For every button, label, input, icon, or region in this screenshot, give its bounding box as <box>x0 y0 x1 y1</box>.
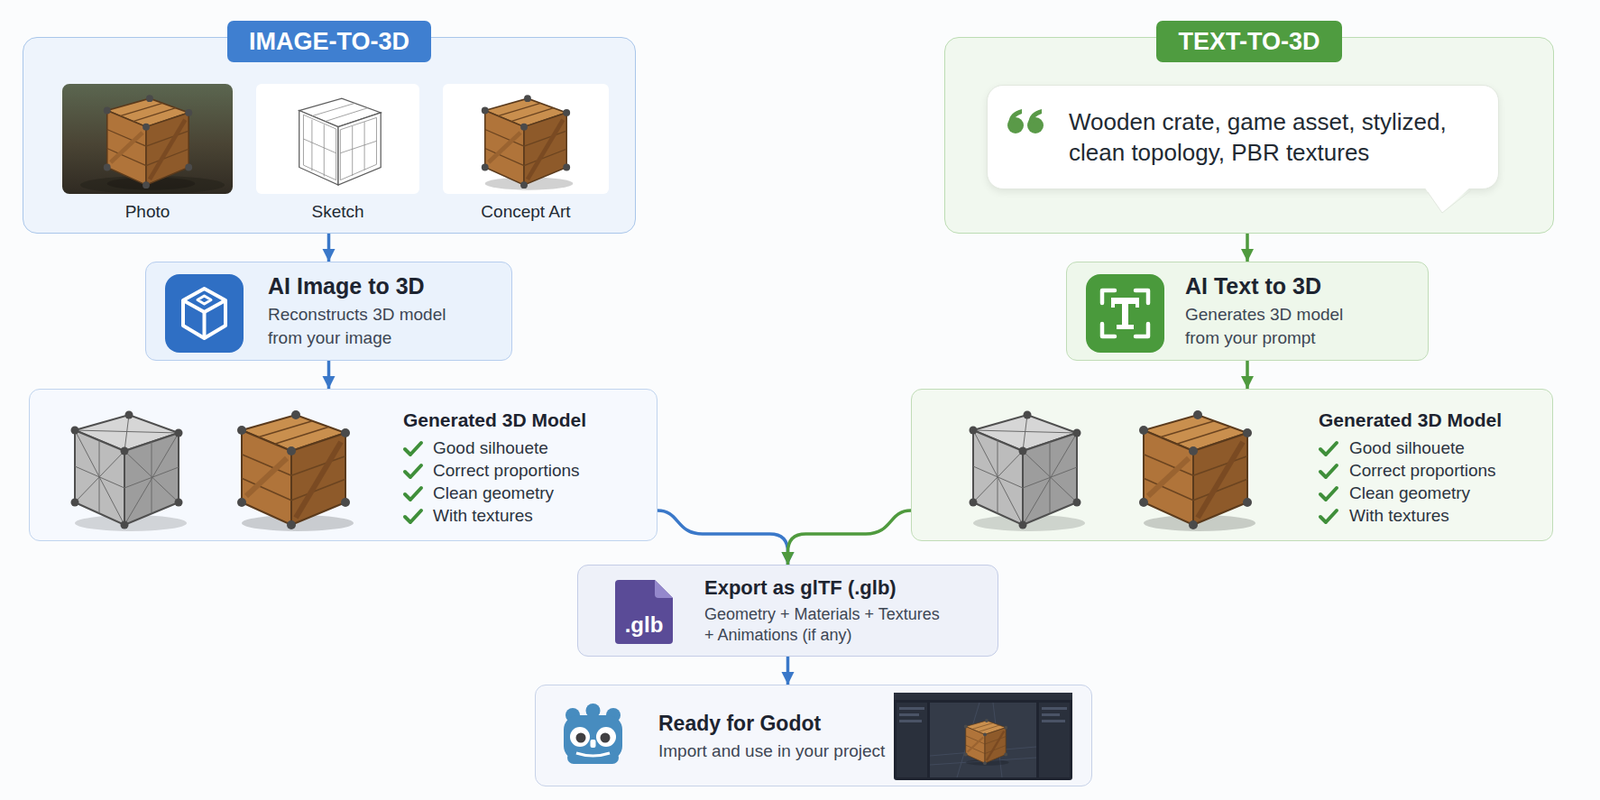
prompt-text: Wooden crate, game asset, stylized, clea… <box>1068 106 1473 168</box>
check-marks <box>1316 434 1344 534</box>
quote-mark <box>1006 109 1047 135</box>
box-body: Import and use in your project <box>658 740 890 763</box>
crate-wireframe <box>56 398 193 534</box>
input-panel: TEXT-TO-3D Wooden crate, game asset, sty… <box>944 36 1555 234</box>
box-title: Export as glTF (.glb) <box>704 575 987 601</box>
process-box: AI Image to 3D Reconstructs 3D model from… <box>145 261 513 361</box>
checklist-item: With textures <box>1349 504 1553 527</box>
flow-arrow <box>1245 233 1250 262</box>
panel-heading: IMAGE-TO-3D <box>227 20 432 63</box>
concept-thumbnail <box>442 83 609 194</box>
flow-arrow <box>1245 360 1250 389</box>
bubble-tail <box>1420 184 1475 216</box>
crate-wireframe <box>955 398 1091 534</box>
checklist-item: Correct proportions <box>1349 459 1553 482</box>
box-body: Generates 3D model from your prompt <box>1185 303 1371 350</box>
check-marks <box>401 434 429 534</box>
checklist-item: Clean geometry <box>1349 481 1553 505</box>
file-extension: .glb <box>613 612 675 638</box>
thumbnail-label: Sketch <box>256 201 420 223</box>
crate-textured <box>1121 398 1266 534</box>
box-title: Ready for Godot <box>658 709 1081 737</box>
image-to-3d-icon <box>165 274 244 353</box>
prompt-bubble: Wooden crate, game asset, stylized, clea… <box>986 84 1499 190</box>
box-body: Geometry + Materials + Textures + Animat… <box>704 604 950 646</box>
text-to-3d-icon <box>1085 274 1165 353</box>
godot-logo <box>558 700 628 769</box>
flow-arrow <box>788 510 912 565</box>
photo-thumbnail <box>62 83 233 194</box>
result-box: Generated 3D ModelGood silhoueteCorrect … <box>28 388 658 542</box>
box-title: Generated 3D Model <box>403 407 657 433</box>
box-title: AI Text to 3D <box>1185 272 1417 300</box>
result-box: Generated 3D ModelGood silhoueteCorrect … <box>910 388 1554 542</box>
flow-arrow <box>327 360 332 389</box>
editor-screenshot <box>893 692 1073 781</box>
sketch-thumbnail <box>256 83 420 194</box>
box-body: Reconstructs 3D model from your image <box>267 303 469 350</box>
box-title: AI Image to 3D <box>267 272 501 300</box>
checklist-item: Good silhouete <box>432 436 657 460</box>
checklist-item: With textures <box>432 504 657 527</box>
checklist-item: Good silhouete <box>1349 436 1553 460</box>
thumbnail-label: Concept Art <box>442 201 609 223</box>
flow-arrow <box>786 656 791 685</box>
checklist-item: Correct proportions <box>432 459 657 482</box>
export-box: Export as glTF (.glb) Geometry + Material… <box>577 564 999 657</box>
flow-arrow <box>657 510 789 565</box>
process-box: AI Text to 3D Generates 3D model from you… <box>1066 261 1429 361</box>
input-panel: IMAGE-TO-3DPhotoSketchConcept Art <box>22 36 636 234</box>
thumbnail-label: Photo <box>62 201 233 223</box>
crate-textured <box>219 398 364 534</box>
box-title: Generated 3D Model <box>1318 407 1553 433</box>
checklist-item: Clean geometry <box>432 481 657 505</box>
flow-arrow <box>327 233 332 262</box>
target-box: Ready for GodotImport and use in your pr… <box>534 684 1093 787</box>
panel-heading: TEXT-TO-3D <box>1156 20 1342 63</box>
